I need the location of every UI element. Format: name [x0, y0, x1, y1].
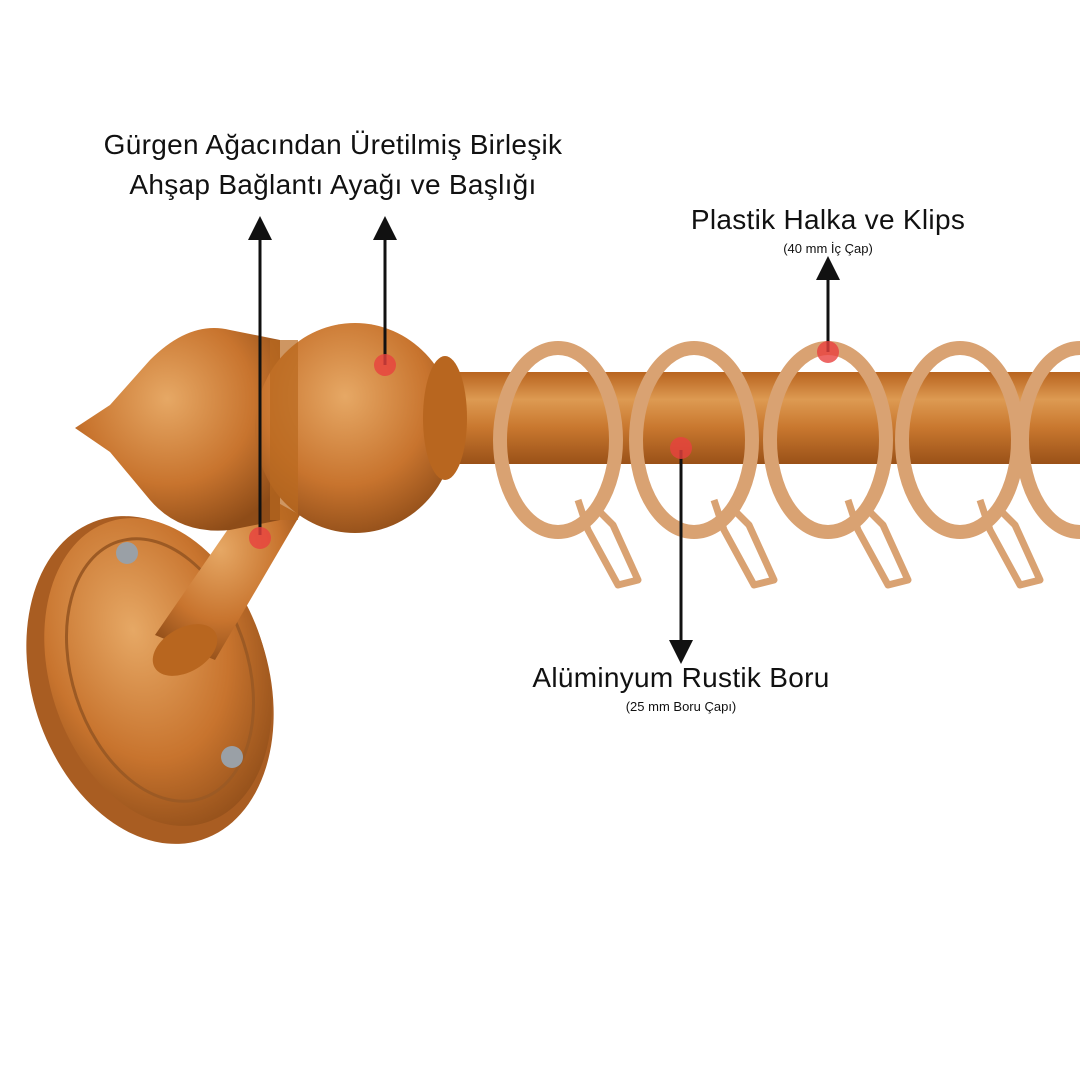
curtain-clip — [574, 498, 642, 589]
bracket-label-line2: Ahşap Bağlantı Ayağı ve Başlığı — [129, 169, 537, 200]
rod-detail: (25 mm Boru Çapı) — [625, 699, 737, 714]
curtain-clip — [844, 498, 912, 589]
marker-dot — [374, 354, 396, 376]
screw-icon — [116, 542, 138, 564]
rings-detail: (40 mm İç Çap) — [783, 241, 873, 256]
curtain-clip — [710, 498, 778, 589]
curtain-ring — [1015, 341, 1080, 539]
curtain-clip — [976, 498, 1044, 589]
rings-label: Plastik Halka ve Klips — [690, 204, 966, 235]
annotation-arrows — [248, 216, 840, 664]
marker-dot — [817, 341, 839, 363]
marker-dot — [249, 527, 271, 549]
curtain-ring — [629, 341, 759, 539]
curtain-ring — [493, 341, 623, 539]
screw-icon — [221, 746, 243, 768]
marker-dot — [670, 437, 692, 459]
rod-label: Alüminyum Rustik Boru — [532, 662, 830, 693]
finial — [75, 323, 467, 533]
bracket-label-line1: Gürgen Ağacından Üretilmiş Birleşik — [103, 129, 563, 160]
